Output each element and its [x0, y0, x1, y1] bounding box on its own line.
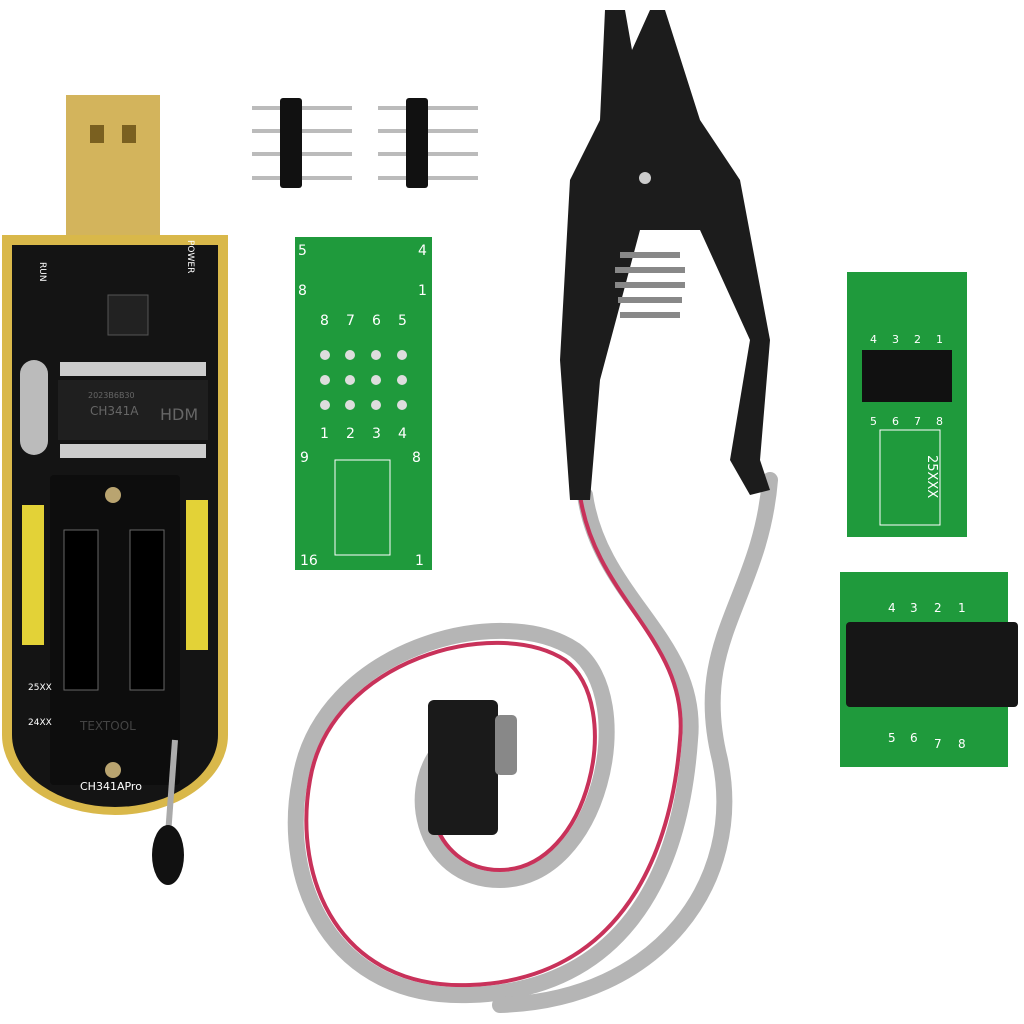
silkscreen-label: 6: [372, 313, 381, 329]
silkscreen-label: 1: [418, 283, 427, 299]
silkscreen-label: 1: [936, 333, 943, 346]
silkscreen-label: 7: [346, 313, 355, 329]
eeprom-25xx-label: 25XX: [28, 683, 52, 693]
run-label: RUN: [37, 262, 47, 282]
silkscreen-label: 4: [870, 333, 877, 346]
silkscreen-label: 8: [958, 737, 966, 751]
silkscreen-label: 1: [320, 426, 329, 442]
silkscreen-label: 8: [936, 415, 943, 428]
sop8-adapter-board: 5 4 8 1 8 7 6 5 1 2 3 4 9 8 16 1: [295, 237, 432, 570]
silkscreen-label: 5: [298, 243, 307, 259]
silkscreen-label: 8: [298, 283, 307, 299]
silkscreen-label: 5: [870, 415, 877, 428]
silkscreen-label: 16: [300, 553, 318, 569]
25xxx-label: 25XXX: [924, 455, 939, 498]
silkscreen-label: 2: [914, 333, 921, 346]
eeprom-24xx-label: 24XX: [28, 718, 52, 728]
silkscreen-label: 6: [892, 415, 899, 428]
chip-brand: HDM: [160, 405, 198, 424]
silkscreen-label: 5: [398, 313, 407, 329]
cable-connector: [428, 700, 517, 835]
silkscreen-label: 6: [910, 731, 918, 745]
silkscreen-label: 3: [372, 426, 381, 442]
silkscreen-label: 2: [934, 601, 942, 615]
silkscreen-label: 7: [934, 737, 942, 751]
silkscreen-label: 1: [958, 601, 966, 615]
chip-code: 2023B6B30: [88, 391, 135, 400]
pin-header-2: [378, 98, 478, 188]
soic-test-clip[interactable]: [560, 10, 770, 500]
silkscreen-label: 8: [320, 313, 329, 329]
socket-brand: TEXTOOL: [79, 719, 136, 733]
silkscreen-label: 8: [412, 450, 421, 466]
silkscreen-label: 1: [415, 553, 424, 569]
silkscreen-label: 7: [914, 415, 921, 428]
power-label: POWER: [185, 240, 195, 273]
socket-lever[interactable]: [152, 825, 184, 885]
ribbon-cable: [287, 472, 778, 1013]
silkscreen-label: 2: [346, 426, 355, 442]
silkscreen-label: 4: [418, 243, 427, 259]
ch341a-programmer[interactable]: RUN POWER CH341A HDM 2023B6B30 TEXTOOL 2…: [2, 95, 228, 885]
silkscreen-label: 3: [892, 333, 899, 346]
silkscreen-label: 4: [398, 426, 407, 442]
silkscreen-label: 4: [888, 601, 896, 615]
pin-header-1: [252, 98, 352, 188]
25xxx-adapter-board: 4 3 2 1 5 6 7 8 25XXX: [847, 272, 967, 537]
silkscreen-label: 5: [888, 731, 896, 745]
model-label: CH341APro: [80, 780, 142, 793]
silkscreen-label: 9: [300, 450, 309, 466]
silkscreen-label: 3: [910, 601, 918, 615]
chip-label: CH341A: [90, 404, 139, 418]
